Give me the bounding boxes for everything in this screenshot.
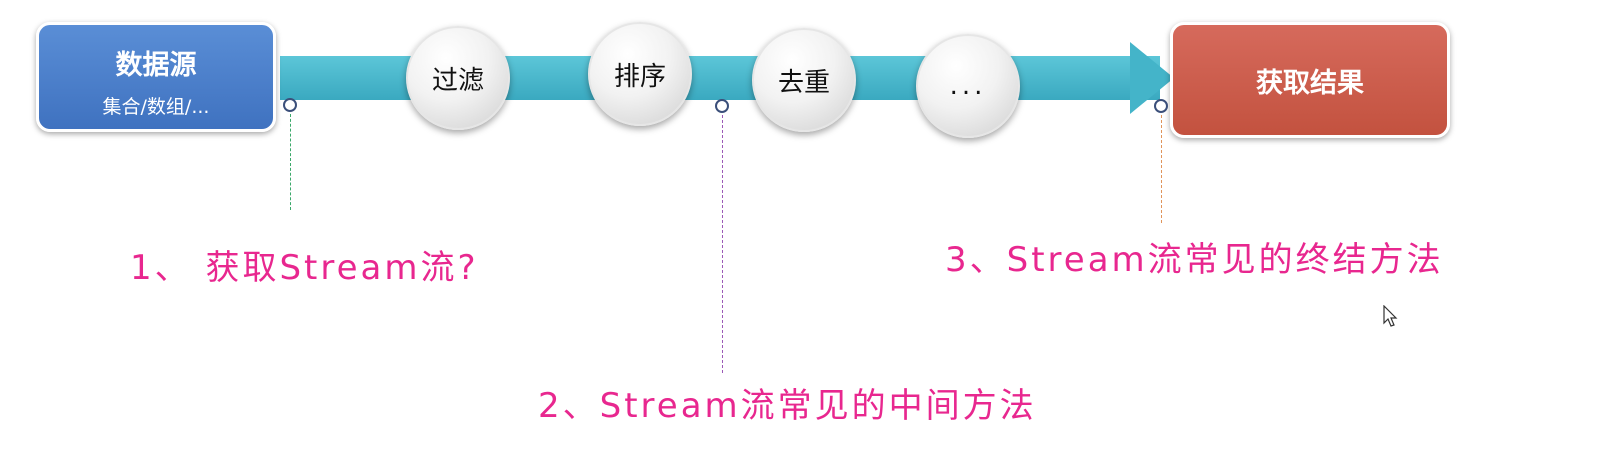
step-sort: 排序 xyxy=(588,22,692,126)
step-distinct: 去重 xyxy=(752,28,856,132)
result-box: 获取结果 xyxy=(1170,22,1450,138)
data-source-subtitle: 集合/数组/... xyxy=(102,96,210,118)
data-source-box: 数据源 集合/数组/... xyxy=(36,22,276,132)
data-source-title: 数据源 xyxy=(115,50,197,81)
leader-line-1 xyxy=(290,114,291,210)
connector-node-terminal xyxy=(1154,99,1168,113)
leader-line-3 xyxy=(1161,115,1162,223)
annotation-terminal-methods: 3、Stream流常见的终结方法 xyxy=(945,240,1444,280)
leader-line-2 xyxy=(722,115,723,373)
step-more: ... xyxy=(916,34,1020,138)
annotation-intermediate-methods: 2、Stream流常见的中间方法 xyxy=(538,386,1037,426)
step-filter: 过滤 xyxy=(406,26,510,130)
connector-node-source xyxy=(283,98,297,112)
connector-node-intermediate xyxy=(715,99,729,113)
annotation-get-stream: 1、 获取Stream流? xyxy=(130,248,479,288)
mouse-cursor-icon xyxy=(1383,305,1398,327)
